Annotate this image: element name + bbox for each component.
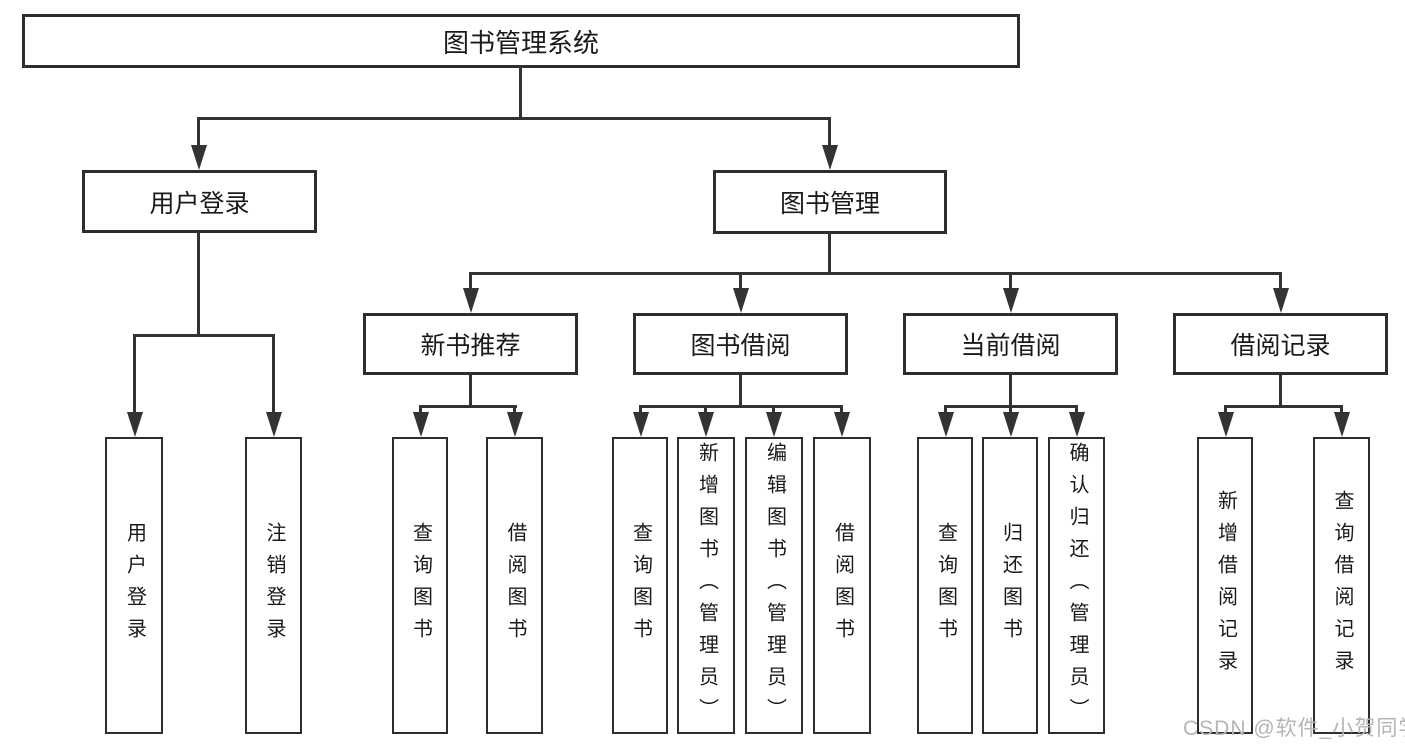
leaf-user-login: 用户登录 (105, 437, 163, 734)
connector-drop-leaf (840, 405, 843, 415)
connector-drop-leaf (1075, 405, 1078, 415)
connector-group-stem (1009, 375, 1012, 408)
leaf-query-books-current: 查询图书 (917, 437, 973, 734)
leaf-label: 借阅图书 (504, 521, 526, 650)
leaf-label: 确认归还（管理员） (1066, 441, 1088, 730)
connector-group-rail (639, 405, 843, 408)
leaf-confirm-return-admin: 确认归还（管理员） (1048, 437, 1105, 734)
connector-group-stem (739, 375, 742, 408)
connector-drop-group (1279, 272, 1282, 291)
connector-drop-leaf (772, 405, 775, 415)
leaf-edit-book-admin: 编辑图书（管理员） (745, 437, 803, 734)
arrow-down-icon (191, 145, 207, 170)
arrow-down-icon (834, 412, 850, 437)
arrow-down-icon (1003, 412, 1019, 437)
connector-drop-leaf (513, 405, 516, 415)
leaf-label: 查询借阅记录 (1331, 489, 1353, 682)
leaf-label: 查询图书 (409, 521, 432, 650)
leaf-query-books-recommend: 查询图书 (392, 437, 448, 734)
arrow-down-icon (413, 412, 429, 437)
leaf-logout: 注销登录 (245, 437, 302, 734)
connector-drop-leaf (1009, 405, 1012, 415)
connector-drop-leaf (944, 405, 947, 415)
node-new-book-recommendation: 新书推荐 (363, 313, 578, 375)
connector-root-rail (197, 117, 831, 120)
arrow-down-icon (1334, 412, 1350, 437)
connector-group-stem (1279, 375, 1282, 408)
connector-drop-group (739, 272, 742, 291)
connector-user-login-rail (133, 334, 275, 337)
node-label: 当前借阅 (960, 332, 1061, 360)
arrow-down-icon (698, 412, 714, 437)
leaf-return-books: 归还图书 (982, 437, 1038, 734)
node-book-borrowing: 图书借阅 (633, 313, 848, 375)
node-label: 图书管理 (779, 190, 880, 218)
arrow-down-icon (633, 412, 649, 437)
arrow-down-icon (1273, 288, 1289, 313)
node-borrowing-records: 借阅记录 (1173, 313, 1388, 375)
node-label: 借阅记录 (1230, 332, 1331, 360)
connector-drop-leaf (1340, 405, 1343, 415)
leaf-label: 注销登录 (263, 521, 285, 650)
connector-drop-leaf (272, 334, 275, 414)
leaf-label: 查询图书 (629, 521, 652, 650)
leaf-add-book-admin: 新增图书（管理员） (677, 437, 735, 734)
connector-drop-leaf (1224, 405, 1227, 415)
node-label: 新书推荐 (420, 332, 521, 360)
node-book-management: 图书管理 (713, 170, 947, 234)
leaf-label: 用户登录 (123, 521, 146, 650)
connector-group-rail (419, 405, 517, 408)
connector-group-rail (1224, 405, 1343, 408)
arrow-down-icon (507, 412, 523, 437)
connector-drop-leaf (639, 405, 642, 415)
connector-root-stem (519, 66, 522, 120)
connector-drop-user-login (197, 117, 200, 148)
connector-book-management-stem (828, 232, 831, 275)
connector-user-login-stem (197, 233, 200, 337)
connector-book-management-rail (469, 272, 1282, 275)
arrow-down-icon (266, 412, 282, 437)
node-library-management-system: 图书管理系统 (22, 14, 1020, 68)
arrow-down-icon (1069, 412, 1085, 437)
leaf-label: 新增借阅记录 (1214, 489, 1237, 682)
arrow-down-icon (733, 288, 749, 313)
connector-drop-leaf (704, 405, 707, 415)
leaf-label: 新增图书（管理员） (695, 441, 718, 730)
leaf-label: 编辑图书（管理员） (763, 441, 786, 730)
connector-drop-book-management (828, 117, 831, 148)
leaf-query-borrow-record: 查询借阅记录 (1313, 437, 1370, 734)
node-label: 图书管理系统 (442, 27, 599, 58)
connector-drop-leaf (133, 334, 136, 414)
connector-drop-group (1009, 272, 1012, 291)
node-current-borrowing: 当前借阅 (903, 313, 1118, 375)
leaf-label: 查询图书 (934, 521, 957, 650)
connector-drop-leaf (419, 405, 422, 415)
leaf-borrow-books-recommend: 借阅图书 (486, 437, 543, 734)
node-user-login: 用户登录 (82, 170, 317, 233)
leaf-add-borrow-record: 新增借阅记录 (1197, 437, 1253, 734)
leaf-query-books-borrowing: 查询图书 (612, 437, 668, 734)
arrow-down-icon (1003, 288, 1019, 313)
connector-drop-group (469, 272, 472, 291)
arrow-down-icon (766, 412, 782, 437)
arrow-down-icon (463, 288, 479, 313)
leaf-label: 归还图书 (999, 521, 1022, 650)
arrow-down-icon (822, 145, 838, 170)
watermark-text: CSDN @软件_小贺同学 (1183, 717, 1405, 740)
node-label: 用户登录 (149, 189, 250, 218)
arrow-down-icon (1218, 412, 1234, 437)
arrow-down-icon (127, 412, 143, 437)
leaf-label: 借阅图书 (831, 521, 854, 650)
node-label: 图书借阅 (690, 332, 791, 360)
leaf-borrow-books: 借阅图书 (813, 437, 871, 734)
arrow-down-icon (938, 412, 954, 437)
connector-group-stem (469, 375, 472, 408)
